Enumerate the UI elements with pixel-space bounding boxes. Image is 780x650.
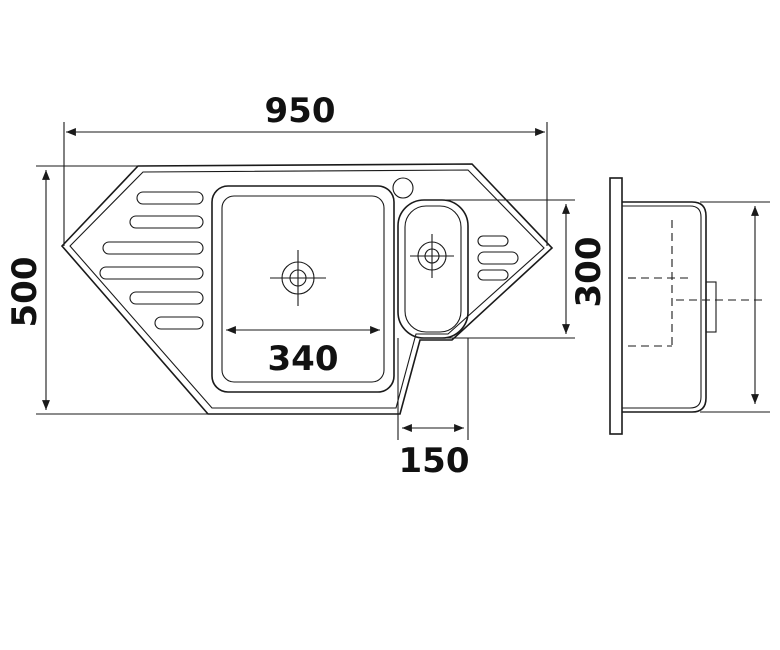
main-bowl-width-dimension: 340 — [226, 326, 380, 379]
sink-side-view — [609, 177, 770, 435]
overall-width-label: 950 — [265, 91, 336, 131]
main-bowl-drain — [270, 250, 326, 306]
overall-depth-label: 500 — [5, 257, 45, 328]
sink-outer-outline — [60, 163, 554, 415]
width-dimension: 950 — [63, 91, 548, 246]
small-bowl-drain — [410, 234, 454, 278]
small-bowl-width-dimension: 150 — [397, 338, 470, 481]
small-bowl-depth-label: 300 — [569, 237, 609, 308]
small-bowl-width-label: 150 — [399, 441, 470, 481]
side-flange — [609, 177, 623, 435]
side-drain — [705, 281, 717, 333]
side-bowl-profile — [622, 201, 707, 413]
corner-grooves — [477, 235, 519, 281]
depth-dimension: 500 — [5, 165, 208, 415]
sink-top-view — [60, 163, 554, 415]
faucet-hole — [392, 177, 414, 199]
side-bowl-inner — [622, 205, 702, 409]
small-bowl — [397, 199, 469, 339]
drainboard-grooves — [99, 191, 204, 330]
sink-inner-outline — [69, 169, 545, 409]
main-bowl-width-label: 340 — [268, 339, 339, 379]
main-bowl — [211, 185, 395, 393]
small-bowl-depth-dimension: 300 — [446, 199, 609, 339]
